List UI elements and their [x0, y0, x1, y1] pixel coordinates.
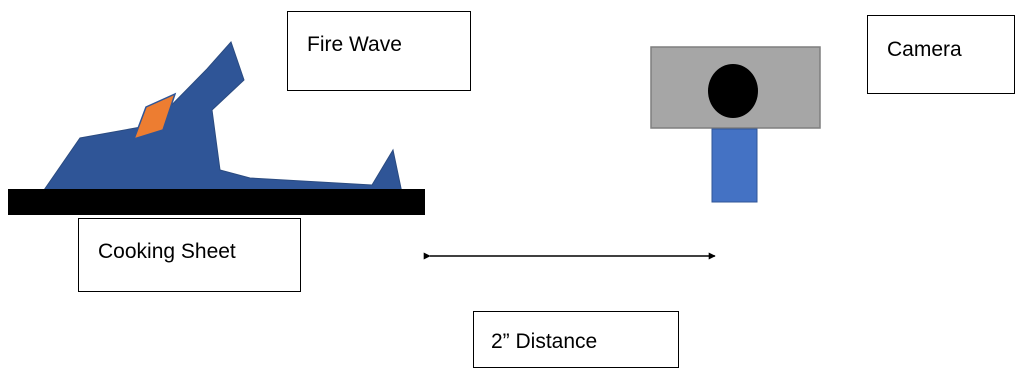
fire-wave-label-box: Fire Wave [287, 11, 471, 91]
camera-label-box: Camera [867, 15, 1015, 94]
cooking-sheet-label: Cooking Sheet [98, 240, 236, 263]
camera-label: Camera [887, 38, 962, 61]
distance-label-box: 2” Distance [473, 311, 679, 368]
distance-label: 2” Distance [491, 330, 598, 353]
fire-wave-label: Fire Wave [307, 33, 402, 56]
cooking-sheet-bar [8, 189, 425, 215]
flame-core-shape [132, 92, 177, 141]
camera-lens [708, 64, 758, 118]
camera-stand [711, 128, 758, 203]
cooking-sheet-label-box: Cooking Sheet [78, 218, 301, 292]
